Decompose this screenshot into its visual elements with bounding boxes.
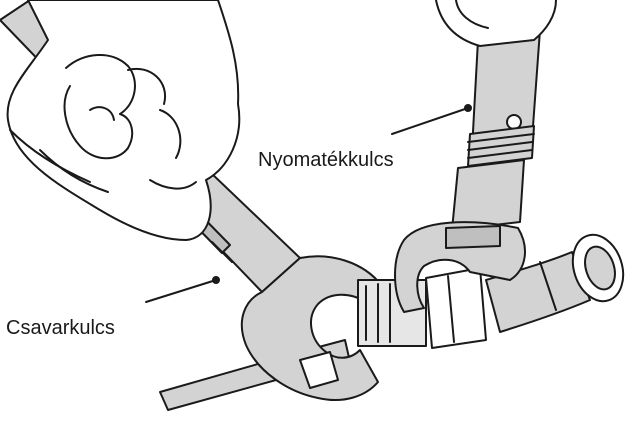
torque-wrench-leader	[392, 108, 468, 134]
wrench-label: Csavarkulcs	[6, 318, 115, 338]
torque-wrench-label: Nyomatékkulcs	[258, 150, 394, 170]
wrench-leader	[146, 280, 216, 302]
torque-wrench	[395, 30, 540, 312]
